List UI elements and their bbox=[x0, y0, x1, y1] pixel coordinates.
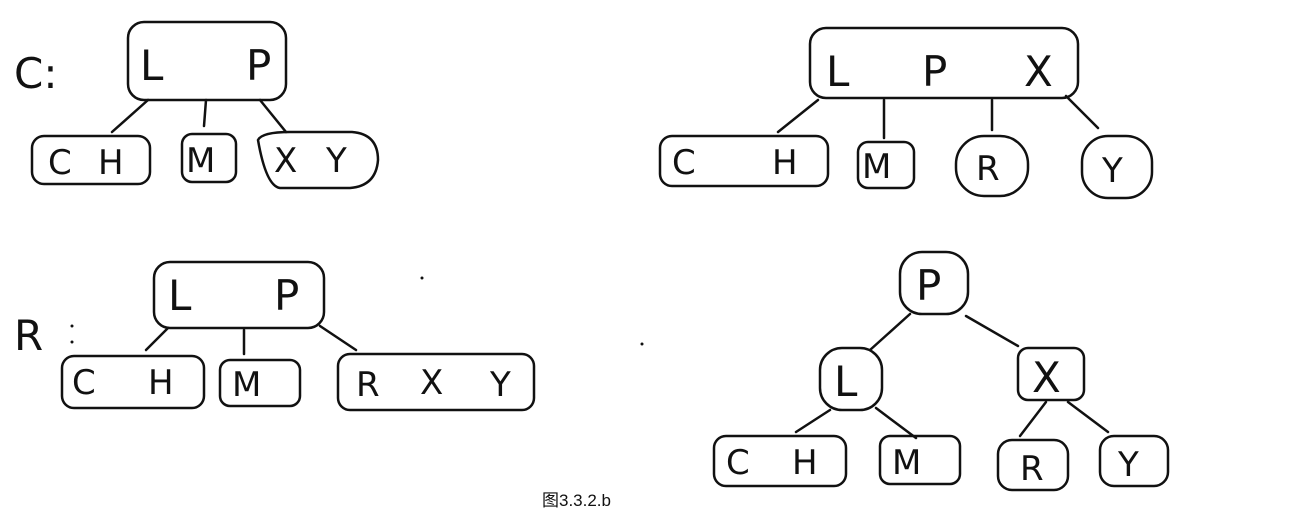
key: L bbox=[826, 47, 850, 96]
leaf-node bbox=[336, 352, 536, 412]
key: L bbox=[168, 271, 192, 320]
figure-caption: 图3.3.2.b bbox=[542, 491, 611, 510]
leaf-node bbox=[856, 140, 916, 190]
key: Y bbox=[325, 141, 347, 181]
edge bbox=[1064, 94, 1100, 130]
leaf-node bbox=[60, 354, 206, 410]
internal-node bbox=[1016, 346, 1086, 402]
key: M bbox=[232, 365, 261, 405]
key: X bbox=[274, 141, 297, 181]
root-node bbox=[808, 26, 1080, 100]
key: L bbox=[834, 357, 858, 406]
key: C bbox=[48, 143, 72, 183]
key: P bbox=[246, 41, 271, 90]
edge bbox=[202, 98, 208, 128]
key: H bbox=[792, 443, 818, 483]
leaf-node bbox=[954, 134, 1030, 198]
key: R bbox=[976, 149, 1000, 189]
key: X bbox=[1024, 47, 1053, 96]
leaf-node bbox=[1098, 434, 1170, 488]
key: M bbox=[862, 147, 891, 187]
key: C bbox=[72, 363, 96, 403]
edge bbox=[110, 98, 150, 134]
step-label-r: R bbox=[14, 311, 43, 360]
edge bbox=[258, 98, 288, 134]
key: L bbox=[140, 41, 164, 90]
edge bbox=[144, 326, 170, 352]
root-node bbox=[152, 260, 326, 330]
key: X bbox=[420, 363, 443, 403]
leaf-node bbox=[180, 132, 238, 184]
key: C bbox=[726, 443, 750, 483]
edge bbox=[794, 408, 832, 434]
edge bbox=[776, 98, 820, 134]
leaf-node bbox=[256, 130, 380, 190]
leaf-node bbox=[218, 358, 302, 408]
key: M bbox=[186, 141, 215, 181]
internal-node bbox=[818, 346, 884, 412]
step-label-c: C: bbox=[14, 49, 57, 98]
edge bbox=[318, 324, 358, 352]
key: P bbox=[922, 47, 947, 96]
key: X bbox=[1032, 353, 1061, 402]
leaf-node bbox=[658, 134, 830, 188]
key: H bbox=[98, 143, 124, 183]
leaf-node bbox=[712, 434, 848, 488]
key: R bbox=[1020, 449, 1044, 489]
diagram-r-before: R L P C H M R X Y bbox=[14, 260, 644, 412]
diagram-r-after: P L X C H M R Y bbox=[712, 250, 1170, 492]
edge bbox=[1018, 400, 1048, 438]
key: H bbox=[148, 363, 174, 403]
key: M bbox=[892, 443, 921, 483]
key: H bbox=[772, 143, 798, 183]
edge bbox=[1066, 400, 1110, 434]
diagram-c-before: C: L P C H M X Y bbox=[14, 20, 380, 190]
edge bbox=[874, 406, 918, 440]
edge bbox=[964, 314, 1020, 348]
key: Y bbox=[1117, 445, 1139, 485]
diagram-c-after: L P X C H M R Y bbox=[658, 26, 1154, 200]
edge bbox=[868, 312, 912, 352]
leaf-node bbox=[1080, 134, 1154, 200]
leaf-node bbox=[878, 434, 962, 486]
key: P bbox=[916, 261, 941, 310]
root-node bbox=[898, 250, 970, 316]
leaf-node bbox=[30, 134, 152, 186]
leaf-node bbox=[996, 438, 1070, 492]
key: Y bbox=[489, 365, 511, 405]
key: Y bbox=[1101, 151, 1123, 191]
key: R bbox=[356, 365, 380, 405]
key: C bbox=[672, 143, 696, 183]
key: P bbox=[274, 271, 299, 320]
